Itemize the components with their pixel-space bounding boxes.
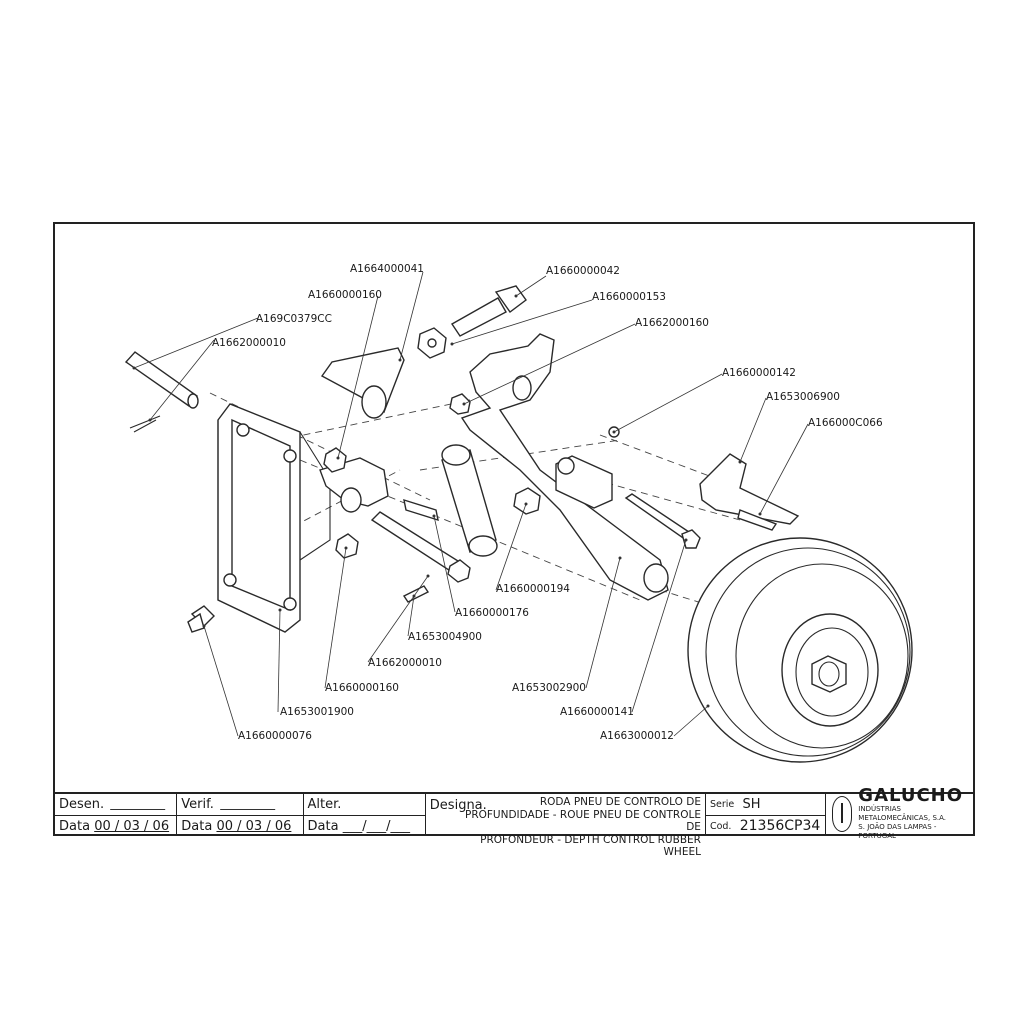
rubber-wheel [687, 537, 913, 763]
serie-label: Serie [709, 799, 735, 810]
designation-line-2: PROFUNDIDADE - ROUE PNEU DE CONTROLE DE [465, 808, 701, 834]
part-label: A1660000194 [496, 583, 570, 595]
desen-cell: Desen. Data 00 / 03 / 06 [55, 794, 178, 834]
leader-lines [132, 271, 809, 737]
alter-cell: Alter. Data ___/___/___ [303, 794, 426, 834]
company-logo-block: GALUCHO INDÚSTRIAS METALOMECÂNICAS, S.A.… [826, 787, 973, 840]
side-clamp [555, 455, 613, 509]
designation-cell: Designa. RODA PNEU DE CONTROLO DE PROFUN… [426, 794, 706, 858]
designation-line-1: RODA PNEU DE CONTROLO DE [539, 796, 701, 808]
company-emblem-icon [832, 796, 853, 832]
company-name: GALUCHO [858, 785, 964, 806]
verif-cell: Verif. Data 00 / 03 / 06 [177, 794, 304, 834]
title-block: Desen. Data 00 / 03 / 06 Verif. Data 00 … [53, 787, 975, 858]
designer-signature [110, 799, 170, 810]
verif-date-label: Data [181, 818, 213, 834]
code-cell: Serie SH Cod. 21356CP34 [705, 794, 827, 834]
mounting-bracket [217, 403, 331, 633]
company-subtitle: INDÚSTRIAS METALOMECÂNICAS, S.A. [858, 805, 947, 822]
alter-label: Alter. [307, 797, 342, 812]
desen-label: Desen. [59, 797, 105, 812]
desen-date-label: Data [59, 818, 91, 834]
part-label: A1662000010 [368, 657, 442, 669]
part-label: A169C0379CC [256, 313, 332, 325]
alter-date-label: Data [307, 818, 339, 834]
verifier-signature [219, 799, 279, 810]
part-label: A1660000042 [546, 265, 620, 277]
top-bolt-nut [417, 285, 527, 359]
company-location: S. JOÃO DAS LAMPAS - PORTUGAL [858, 823, 937, 840]
part-label: A1660000160 [308, 289, 382, 301]
serie-value: SH [742, 797, 761, 812]
part-label: A1662000160 [635, 317, 709, 329]
part-label: A1660000142 [722, 367, 796, 379]
depth-arm [460, 333, 669, 601]
bushing [320, 347, 405, 419]
part-label: A1660000153 [592, 291, 666, 303]
scraper-blade [699, 453, 800, 531]
designation-line-3: PROFONDEUR - DEPTH CONTROL RUBBER WHEEL [480, 833, 701, 859]
part-label: A166000C066 [808, 417, 883, 429]
part-label: A1663000012 [600, 730, 674, 742]
small-hardware [187, 393, 620, 633]
designa-label: Designa. [429, 798, 487, 813]
part-label: A1653001900 [280, 706, 354, 718]
desen-date: 00 / 03 / 06 [94, 818, 170, 834]
long-bolt [624, 493, 701, 549]
part-label: A1660000141 [560, 706, 634, 718]
part-label: A1660000176 [455, 607, 529, 619]
part-label: A1653002900 [512, 682, 586, 694]
verif-label: Verif. [181, 797, 214, 812]
verif-date: 00 / 03 / 06 [216, 818, 292, 834]
part-labels: A1664000041 A1660000042 A1660000160 A166… [212, 263, 883, 742]
spring-cylinder [441, 444, 498, 557]
designation-text: RODA PNEU DE CONTROLO DE PROFUNDIDADE - … [451, 796, 701, 859]
cod-label: Cod. [709, 820, 732, 832]
alter-date: ___/___/___ [342, 818, 410, 834]
part-label: A1664000041 [350, 263, 424, 275]
part-label: A1662000010 [212, 337, 286, 349]
pivot-pin [124, 351, 199, 433]
part-label: A1660000076 [238, 730, 312, 742]
part-label: A1653006900 [766, 391, 840, 403]
part-label: A1660000160 [325, 682, 399, 694]
cod-value: 21356CP34 [739, 818, 821, 834]
part-label: A1653004900 [408, 631, 482, 643]
